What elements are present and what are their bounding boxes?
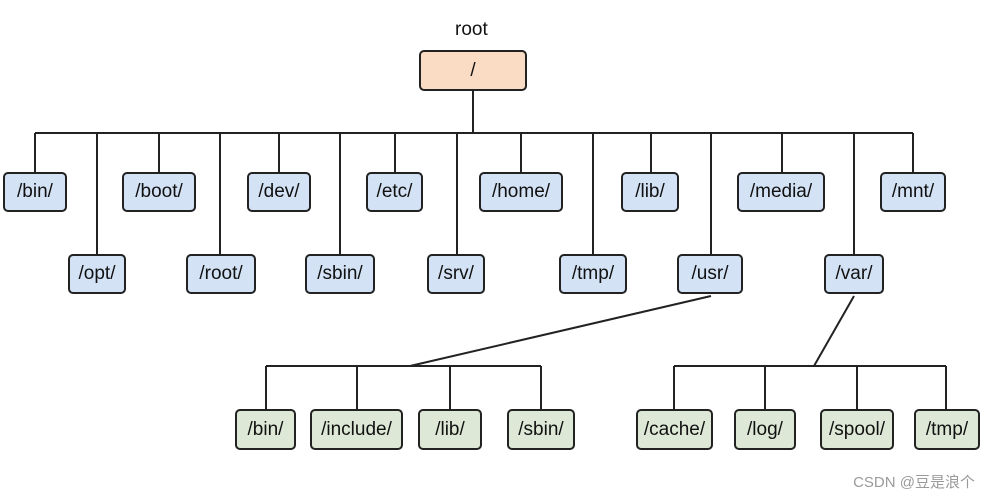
var-subdir-tmp[interactable]: /tmp/ (914, 409, 980, 450)
dir-bin[interactable]: /bin/ (3, 172, 67, 212)
dir-tmp[interactable]: /tmp/ (559, 254, 627, 294)
root-directory[interactable]: / (419, 50, 527, 91)
dir-boot[interactable]: /boot/ (122, 172, 196, 212)
var-subdir-cache[interactable]: /cache/ (636, 409, 713, 450)
root-caption: root (455, 19, 488, 40)
dir-opt[interactable]: /opt/ (68, 254, 126, 294)
dir-srv[interactable]: /srv/ (427, 254, 485, 294)
usr-subdir-sbin[interactable]: /sbin/ (507, 409, 575, 450)
dir-usr[interactable]: /usr/ (677, 254, 743, 294)
usr-subdir-include[interactable]: /include/ (310, 409, 403, 450)
watermark: CSDN @豆是浪个 (853, 474, 975, 491)
dir-root[interactable]: /root/ (186, 254, 256, 294)
usr-subdir-bin[interactable]: /bin/ (235, 409, 296, 450)
dir-home[interactable]: /home/ (479, 172, 563, 212)
var-subdir-spool[interactable]: /spool/ (820, 409, 894, 450)
dir-mnt[interactable]: /mnt/ (880, 172, 946, 212)
dir-media[interactable]: /media/ (737, 172, 825, 212)
dir-sbin[interactable]: /sbin/ (305, 254, 375, 294)
var-subdir-log[interactable]: /log/ (734, 409, 796, 450)
dir-lib[interactable]: /lib/ (621, 172, 679, 212)
usr-subdir-lib[interactable]: /lib/ (418, 409, 482, 450)
dir-var[interactable]: /var/ (824, 254, 884, 294)
dir-dev[interactable]: /dev/ (247, 172, 311, 212)
dir-etc[interactable]: /etc/ (366, 172, 423, 212)
